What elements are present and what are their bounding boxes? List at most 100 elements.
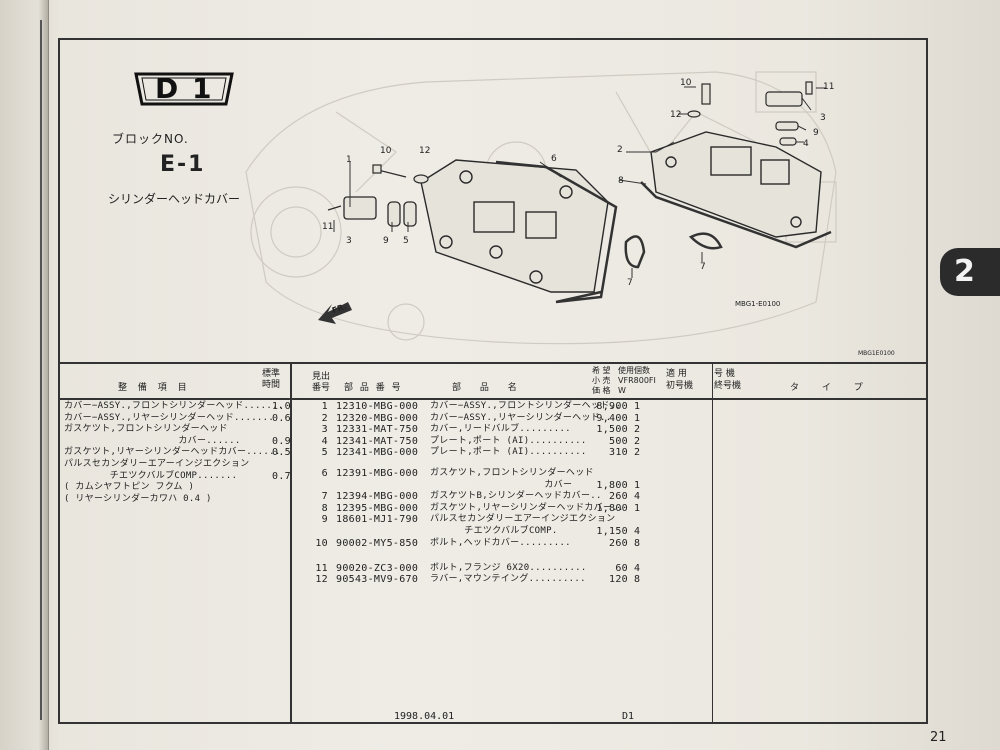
part-name: チエツクバルブCOMP.	[430, 526, 558, 536]
part-number: 12320-MBG-000	[336, 412, 419, 424]
part-price: 9,400	[596, 412, 628, 424]
part-number: 12391-MBG-000	[336, 468, 419, 479]
maintenance-time: 0.5	[272, 447, 291, 459]
diagram-divider	[58, 362, 928, 364]
maintenance-time: 1.0	[272, 401, 291, 412]
callout-7-rear: 7	[700, 262, 706, 272]
hdr-part-no: 部 品 番 号	[344, 383, 403, 393]
part-ref-number: 2	[321, 412, 328, 424]
part-price: 1,800	[596, 479, 628, 491]
table-header-divider	[58, 398, 928, 400]
col-divider-1	[290, 362, 292, 724]
part-ref-number: 6	[321, 468, 328, 479]
part-number: 18601-MJ1-790	[336, 514, 419, 526]
part-ref-number: 9	[321, 514, 328, 526]
maintenance-item: チエツクバルブCOMP.......	[64, 470, 238, 481]
part-qty: 1	[634, 479, 641, 491]
part-ref-number: 3	[321, 424, 328, 436]
part-price: 310	[609, 447, 628, 459]
part-ref-number: 11	[315, 562, 328, 574]
content-frame	[58, 38, 928, 724]
left-page-edge	[0, 0, 49, 750]
part-price: 260	[609, 537, 628, 549]
front-bolt-rubber	[372, 164, 429, 184]
part-name: カバー−ASSY.,フロントシリンダーヘッド..	[430, 401, 621, 411]
callout-1: 1	[346, 155, 352, 165]
footer-code: D1	[622, 711, 635, 722]
part-number: 12341-MBG-000	[336, 447, 419, 459]
part-qty: 2	[634, 435, 641, 447]
block-code: D 1	[155, 72, 214, 105]
hdr-maintenance-item: 整 備 項 目	[118, 383, 191, 393]
footer-date: 1998.04.01	[394, 711, 455, 722]
part-number: 12341-MAT-750	[336, 435, 419, 447]
callout-9-front: 9	[383, 236, 389, 246]
hdr-model: 号 機 終号機	[714, 369, 742, 391]
part-qty: 1	[634, 401, 641, 412]
maintenance-time: 0.7	[272, 470, 291, 482]
part-qty: 8	[634, 537, 641, 549]
maintenance-item: カバー......	[64, 435, 241, 446]
part-ref-number: 4	[321, 435, 328, 447]
maintenance-time: 0.9	[272, 435, 291, 447]
part-qty: 1	[634, 502, 641, 514]
part-name: プレート,ポート (AI)..........	[430, 435, 587, 446]
rear-gasket	[640, 181, 832, 249]
rear-head-cover	[650, 131, 822, 238]
callout-5: 5	[403, 236, 409, 246]
maintenance-time: 0.6	[272, 412, 291, 424]
callout-3-front: 3	[346, 236, 352, 246]
part-ref-number: 12	[315, 574, 328, 586]
maintenance-item: パルスセカンダリーエアーインジエクション	[64, 459, 250, 469]
part-ref-number: 7	[321, 491, 328, 503]
maintenance-item: カバー−ASSY.,フロントシリンダーヘッド.......	[64, 401, 284, 411]
section-tab[interactable]: 2	[940, 248, 1000, 296]
part-number: 12395-MBG-000	[336, 502, 419, 514]
leader-lines	[333, 86, 826, 278]
part-price: 8,900	[596, 401, 628, 412]
callout-4: 4	[803, 139, 809, 149]
part-qty: 8	[634, 574, 641, 586]
diagram-code-2: MBG1E0100	[858, 350, 895, 357]
diagram-code-1: MBG1-E0100	[735, 300, 781, 308]
reed-valve-parts	[327, 196, 417, 227]
part-price: 1,150	[596, 526, 628, 537]
part-qty: 1	[634, 412, 641, 424]
part-price: 260	[609, 491, 628, 503]
part-name: ガスケツトB,シリンダーヘッドカバー..	[430, 491, 602, 502]
maintenance-item: ガスケツト,フロントシリンダーヘッド	[64, 424, 228, 435]
front-arrow	[318, 302, 352, 324]
part-price: 1,800	[596, 502, 628, 514]
part-price: 120	[609, 574, 628, 586]
part-ref-number: 10	[315, 537, 328, 549]
part-name: カバー	[430, 479, 573, 490]
part-name: ガスケツト,リヤーシリンダーヘッドカバー..	[430, 502, 624, 513]
col-divider-2	[712, 362, 713, 724]
callout-12-rear: 12	[670, 110, 682, 120]
part-number: 12310-MBG-000	[336, 401, 419, 412]
part-qty: 2	[634, 424, 641, 436]
part-number: 12394-MBG-000	[336, 491, 419, 503]
part-name: ボルト,フランジ 6X20..........	[430, 562, 587, 573]
part-ref-number: 1	[321, 401, 328, 412]
part-price: 60	[615, 562, 628, 574]
section-tab-number: 2	[954, 254, 975, 289]
callout-9-rear: 9	[813, 128, 819, 138]
background-engine-outline	[245, 71, 837, 345]
block-name: シリンダーヘッドカバー	[108, 192, 241, 206]
front-gasket	[495, 160, 618, 304]
block-badge-shape	[134, 72, 234, 106]
exploded-parts-diagram	[245, 71, 837, 345]
part-name: カバー−ASSY.,リヤーシリンダーヘッド..	[430, 412, 612, 423]
block-no-label: ブロックNO.	[112, 132, 189, 146]
part-number: 12331-MAT-750	[336, 424, 419, 436]
hdr-type: タ イ プ	[790, 383, 873, 393]
part-name: ガスケツト,フロントシリンダーヘッド	[430, 468, 594, 478]
callout-10-rear: 10	[680, 78, 692, 88]
hdr-qty: 使用個数 VFR800FI W	[618, 366, 656, 395]
page-number: 21	[930, 730, 947, 745]
part-number: 90002-MY5-850	[336, 537, 419, 549]
callout-10-front: 10	[380, 146, 392, 156]
front-head-cover	[420, 159, 609, 293]
part-name: ボルト,ヘッドカバー.........	[430, 537, 571, 548]
